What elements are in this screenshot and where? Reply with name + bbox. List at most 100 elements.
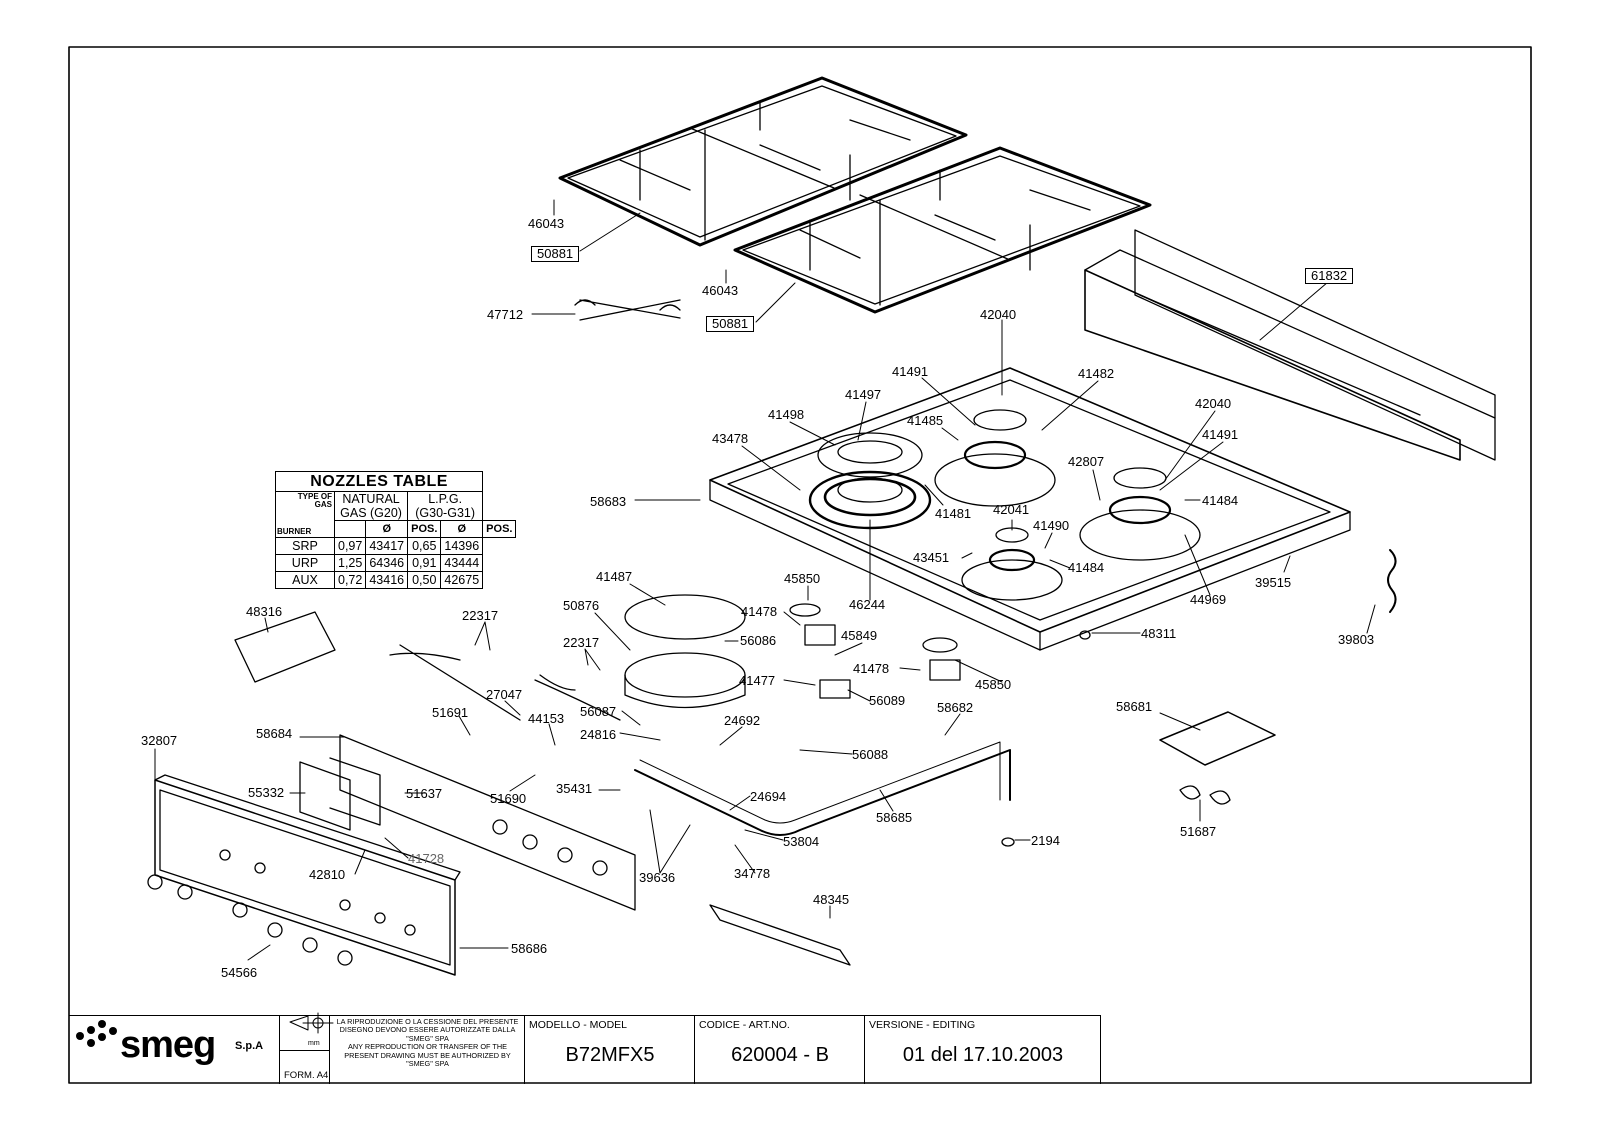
burners: [808, 409, 1201, 601]
part-label: 46244: [849, 597, 886, 612]
knobs: [147, 819, 608, 966]
deflector: [624, 594, 746, 640]
nozzles-table: NOZZLES TABLE TYPE OF GAS BURNER NATURAL…: [274, 471, 517, 589]
table-cell: 0,50: [407, 571, 442, 589]
safety-valves: [804, 624, 961, 699]
part-label: 54566: [221, 965, 258, 980]
reproduction-notice: LA RIPRODUZIONE O LA CESSIONE DEL PRESEN…: [329, 1016, 525, 1084]
code-cell: CODICE - ART.NO. 620004 - B: [694, 1016, 865, 1084]
table-cell: 14396: [440, 537, 484, 555]
lpg-header-2: (G30-G31): [415, 506, 476, 520]
rear-panel: [1084, 229, 1496, 461]
part-label: 51637: [406, 786, 443, 801]
part-label: 44153: [528, 711, 565, 726]
part-label: 41498: [768, 407, 805, 422]
col-diameter: Ø: [440, 520, 484, 538]
table-cell: 42675: [440, 571, 484, 589]
part-label: 41478: [741, 604, 778, 619]
notice-italian: LA RIPRODUZIONE O LA CESSIONE DEL PRESEN…: [336, 1017, 519, 1043]
part-label: 46043: [702, 283, 739, 298]
part-label: 48316: [246, 604, 283, 619]
natural-gas-header-2: GAS (G20): [340, 506, 402, 520]
part-label: 43451: [913, 550, 950, 565]
part-label: 32807: [141, 733, 178, 748]
part-label: 45850: [975, 677, 1012, 692]
table-cell: 43444: [440, 554, 484, 572]
part-label: 58684: [256, 726, 293, 741]
company-suffix: S.p.A: [235, 1040, 264, 1052]
part-label: 58686: [511, 941, 548, 956]
gas-pipe: [634, 749, 1011, 836]
notice-english: ANY REPRODUCTION OR TRANSFER OF THE PRES…: [344, 1042, 511, 1069]
table-row: SRP 0,97 43417 0,65 14396: [275, 537, 516, 555]
part-label: 47712: [487, 307, 524, 322]
table-cell: 1,25: [333, 554, 367, 572]
part-label: 39515: [1255, 575, 1292, 590]
part-label: 41482: [1078, 366, 1115, 381]
nozzles-table-title: NOZZLES TABLE: [274, 471, 484, 492]
part-label: 42040: [980, 307, 1017, 322]
gas-label: GAS: [314, 500, 332, 509]
part-label: 39803: [1338, 632, 1375, 647]
model-cell: MODELLO - MODEL B72MFX5: [524, 1016, 695, 1084]
part-label: 50881: [706, 316, 755, 332]
part-label: 22317: [563, 635, 600, 650]
part-label: 53804: [783, 834, 820, 849]
table-cell: 43416: [365, 571, 409, 589]
projection-symbol: [289, 1012, 334, 1034]
smeg-logo-dots: [76, 1020, 117, 1047]
part-label: 58683: [590, 494, 627, 509]
part-label: 58685: [876, 810, 913, 825]
nozzles-table-corner: TYPE OF GAS BURNER: [275, 491, 335, 538]
part-label: 51691: [432, 705, 469, 720]
part-label: 56086: [740, 633, 777, 648]
part-label: 39636: [639, 870, 676, 885]
smeg-logo: smeg: [120, 1024, 216, 1066]
part-label: 42810: [309, 867, 346, 882]
part-label: 46043: [528, 216, 565, 231]
col-diameter: Ø: [365, 520, 409, 538]
part-label: 35431: [556, 781, 593, 796]
part-label: 27047: [486, 687, 523, 702]
part-label: 45850: [784, 571, 821, 586]
part-label: 48311: [1141, 626, 1177, 641]
part-label: 50881: [531, 246, 580, 262]
table-cell: 0,65: [407, 537, 442, 555]
part-label: 48345: [813, 892, 850, 907]
part-label: 61832: [1305, 268, 1354, 284]
part-label: 41485: [907, 413, 944, 428]
version-caption: VERSIONE - EDITING: [869, 1019, 976, 1031]
part-label: 58682: [937, 700, 974, 715]
part-label: 41491: [1202, 427, 1239, 442]
table-cell: AUX: [275, 571, 335, 589]
part-label: 44969: [1190, 592, 1227, 607]
part-label: 22317: [462, 608, 499, 623]
unit-label: mm: [308, 1040, 320, 1047]
part-label: 58681: [1116, 699, 1153, 714]
part-label: 24816: [580, 727, 617, 742]
part-label: 41497: [845, 387, 882, 402]
part-label: 24694: [750, 789, 787, 804]
table-cell: URP: [275, 554, 335, 572]
part-label: 41487: [596, 569, 633, 584]
part-label: 50876: [563, 598, 600, 613]
part-label: 51687: [1180, 824, 1217, 839]
part-label: 34778: [734, 866, 771, 881]
part-label: 41481: [935, 506, 972, 521]
control-panel: [154, 774, 461, 976]
part-label: 41484: [1068, 560, 1105, 575]
burner-cup: [624, 652, 746, 698]
natural-gas-header-1: NATURAL: [342, 492, 400, 506]
table-row: URP 1,25 64346 0,91 43444: [275, 554, 516, 572]
part-label: 24692: [724, 713, 761, 728]
col-position: POS.: [482, 520, 517, 538]
title-block: smeg S.p.A mm FORM. A4 LA RIPRODUZIONE O…: [69, 1015, 1101, 1084]
part-label: 41490: [1033, 518, 1070, 533]
part-label: 56088: [852, 747, 889, 762]
model-caption: MODELLO - MODEL: [529, 1019, 628, 1031]
part-label: 45849: [841, 628, 878, 643]
table-cell: 0,72: [333, 571, 367, 589]
lpg-header-1: L.P.G.: [428, 492, 463, 506]
part-label: 55332: [248, 785, 285, 800]
part-label: 51690: [490, 791, 527, 806]
